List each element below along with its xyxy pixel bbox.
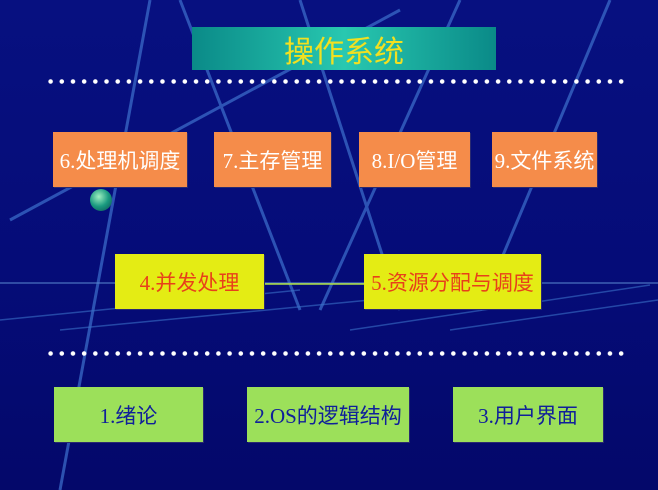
- slide-title: 操作系统: [192, 27, 496, 70]
- globe-icon: [90, 189, 112, 211]
- topic-9[interactable]: 9.文件系统: [492, 132, 597, 187]
- dotted-divider: [45, 351, 627, 356]
- topic-8[interactable]: 8.I/O管理: [359, 132, 470, 187]
- topic-6[interactable]: 6.处理机调度: [53, 132, 187, 187]
- dotted-divider: [45, 79, 627, 84]
- topic-2[interactable]: 2.OS的逻辑结构: [247, 387, 409, 442]
- topic-4[interactable]: 4.并发处理: [115, 254, 264, 309]
- topic-7[interactable]: 7.主存管理: [214, 132, 331, 187]
- topic-5[interactable]: 5.资源分配与调度: [364, 254, 541, 309]
- topic-1[interactable]: 1.绪论: [54, 387, 203, 442]
- topic-3[interactable]: 3.用户界面: [453, 387, 603, 442]
